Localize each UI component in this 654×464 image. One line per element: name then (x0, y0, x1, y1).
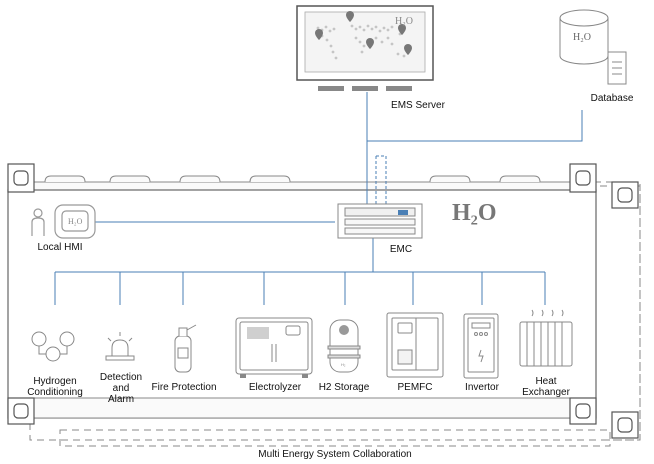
invertor-cabinet-icon (463, 313, 499, 379)
network-links (54, 92, 583, 305)
pemfc-cabinet-icon (386, 312, 444, 378)
database-icon (559, 9, 627, 85)
emc-label: EMC (389, 244, 413, 255)
fire-extinguisher-icon (174, 324, 197, 373)
heat-exchanger-icon (519, 309, 573, 367)
emc-controller-icon (337, 203, 423, 239)
detection-alarm-line-1: Detection (99, 372, 143, 383)
h2-tank-mark: H₂ (341, 362, 346, 367)
heat-exchanger-line-2: Exchanger (522, 387, 570, 398)
electrolyzer-icon (235, 317, 313, 378)
detection-alarm-line-3: Alarm (107, 394, 135, 405)
hydrogen-conditioning-icon (31, 331, 75, 362)
database-label: Database (590, 93, 634, 104)
h2-storage-label: H2 Storage (318, 382, 370, 393)
heat-exchanger-label: Heat Exchanger (516, 376, 576, 398)
pemfc-label: PEMFC (397, 382, 433, 393)
fire-protection-label: Fire Protection (151, 382, 217, 393)
detection-alarm-label: Detection and Alarm (96, 372, 146, 405)
heat-exchanger-line-1: Heat (535, 376, 557, 387)
container-top-rail (7, 175, 597, 193)
h2-storage-tank-icon (327, 319, 361, 373)
database-logo: H₂O (573, 32, 591, 43)
container-logo: H₂O (452, 200, 497, 226)
container-box (7, 189, 597, 419)
detection-alarm-icon (105, 332, 135, 361)
ems-server-label: EMS Server (391, 100, 445, 111)
corner-castings (7, 163, 639, 439)
detection-alarm-line-2: and (112, 383, 130, 394)
hydrogen-conditioning-label: Hydrogen Conditioning (14, 376, 96, 398)
hydrogen-conditioning-line-2: Conditioning (27, 387, 83, 398)
hydrogen-conditioning-line-1: Hydrogen (33, 376, 77, 387)
local-hmi-label: Local HMI (37, 242, 83, 253)
electrolyzer-label: Electrolyzer (248, 382, 302, 393)
hmi-logo: H₂O (68, 217, 83, 226)
local-hmi-icon (31, 204, 96, 239)
invertor-label: Invertor (465, 382, 499, 393)
monitor-logo: H₂O (395, 16, 413, 27)
footer-label: Multi Energy System Collaboration (258, 449, 412, 460)
ems-server-monitor-icon: H₂O (296, 5, 434, 91)
